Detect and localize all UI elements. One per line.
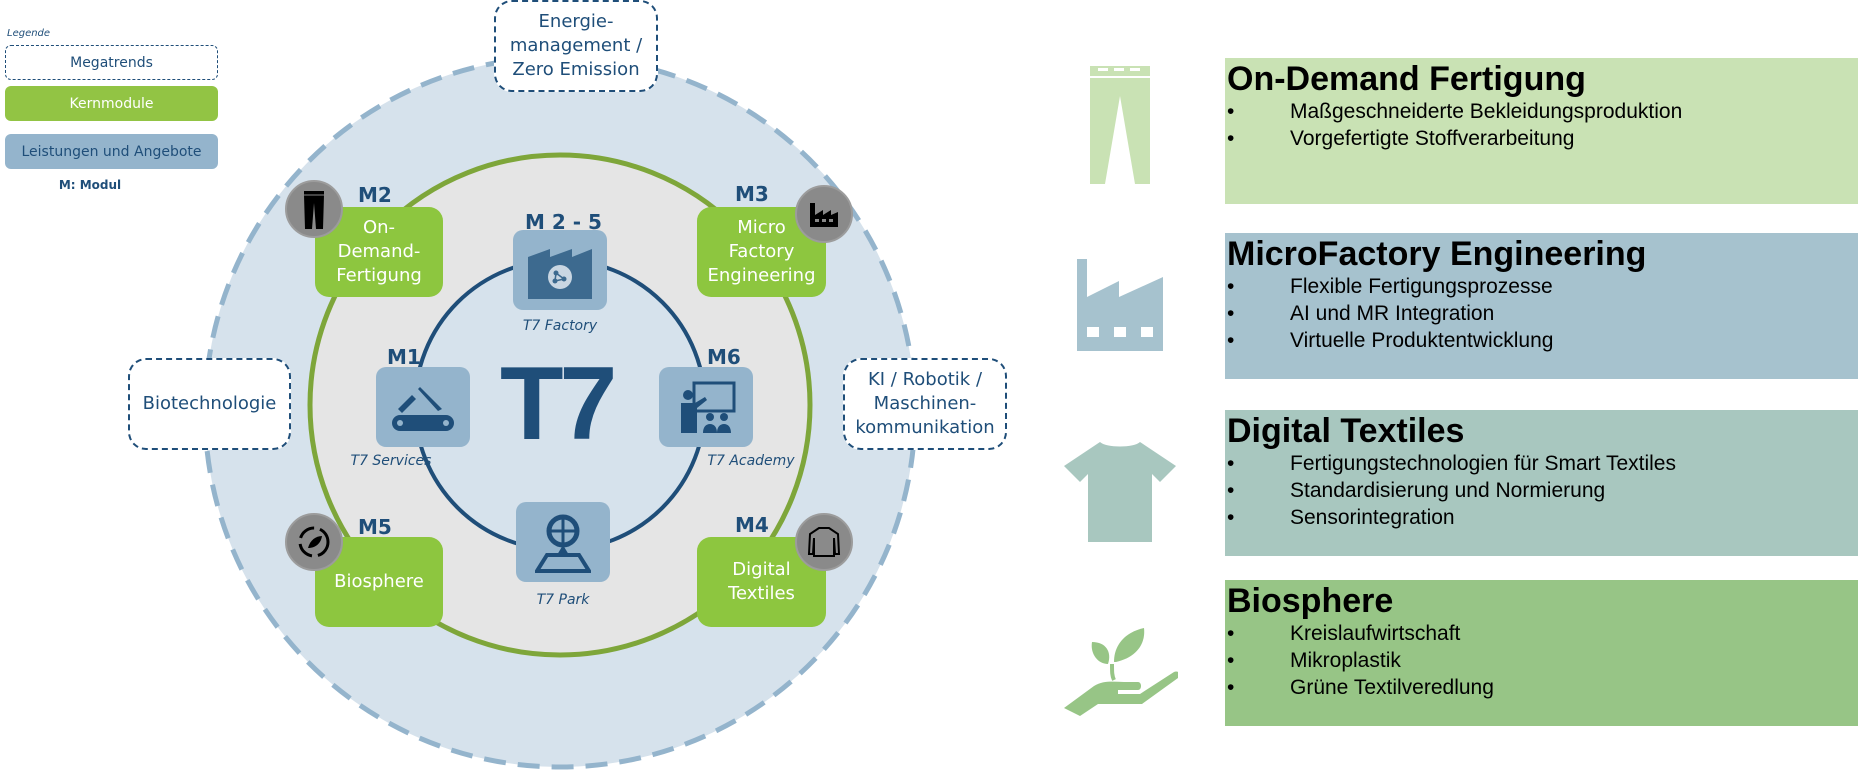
map-pin-icon xyxy=(535,514,591,573)
panel-digital-textiles: Digital Textiles •Fertigungstechnologien… xyxy=(1225,410,1858,556)
legend-note: M: Modul xyxy=(58,178,122,192)
bullet-item: •Kreislaufwirtschaft xyxy=(1227,622,1461,645)
megatrend-biotechnologie: Biotechnologie xyxy=(128,358,291,450)
hand-plant-icon xyxy=(1060,605,1180,735)
bullet-item: •Fertigungstechnologien für Smart Textil… xyxy=(1227,452,1676,475)
panel-on-demand: On-Demand Fertigung •Maßgeschneiderte Be… xyxy=(1225,58,1858,204)
factory-icon xyxy=(1060,240,1180,370)
sweater-icon xyxy=(795,513,853,571)
legend-kernmodule: Kernmodule xyxy=(5,86,218,121)
tshirt-icon xyxy=(1060,425,1180,555)
service-label-academy: T7 Academy xyxy=(707,453,795,469)
megatrend-ki-robotik: KI / Robotik / Maschinen- kommunikation xyxy=(843,358,1007,450)
service-label-factory: T7 Factory xyxy=(522,318,598,334)
panel-microfactory: MicroFactory Engineering •Flexible Ferti… xyxy=(1225,233,1858,379)
panel-bullets: •Kreislaufwirtschaft •Mikroplastik •Grün… xyxy=(1227,620,1858,701)
service-id-academy: M6 xyxy=(707,345,741,369)
module-id-m5: M5 xyxy=(358,515,392,539)
legend-title: Legende xyxy=(7,28,51,39)
legend-leistungen: Leistungen und Angebote xyxy=(5,134,218,169)
service-t7-academy[interactable] xyxy=(659,367,753,447)
megatrend-energie: Energie- management / Zero Emission xyxy=(494,0,658,92)
panel-title: Biosphere xyxy=(1227,582,1394,620)
module-id-m3: M3 xyxy=(735,182,769,206)
bullet-item: •Maßgeschneiderte Bekleidungsproduktion xyxy=(1227,100,1683,123)
service-t7-services[interactable] xyxy=(376,367,470,447)
panel-title: On-Demand Fertigung xyxy=(1227,60,1586,98)
trousers-icon xyxy=(1060,60,1180,190)
module-id-m2: M2 xyxy=(358,183,392,207)
service-id-services: M1 xyxy=(387,345,421,369)
recycle-leaf-icon xyxy=(285,513,343,571)
panel-title: Digital Textiles xyxy=(1227,412,1465,450)
bullet-item: •Grüne Textilveredlung xyxy=(1227,676,1494,699)
center-title: T7 xyxy=(500,346,617,462)
factory-brain-icon xyxy=(528,249,592,299)
bullet-item: •Flexible Fertigungsprozesse xyxy=(1227,275,1553,298)
trousers-icon xyxy=(285,180,343,238)
panel-bullets: •Maßgeschneiderte Bekleidungsproduktion … xyxy=(1227,98,1858,152)
bullet-item: •Mikroplastik xyxy=(1227,649,1401,672)
teacher-board-icon xyxy=(681,381,736,433)
panel-bullets: •Fertigungstechnologien für Smart Textil… xyxy=(1227,450,1858,531)
bullet-item: •Virtuelle Produktentwicklung xyxy=(1227,329,1554,352)
legend-megatrends: Megatrends xyxy=(5,45,218,80)
module-id-m4: M4 xyxy=(735,513,769,537)
panel-biosphere: Biosphere •Kreislaufwirtschaft •Mikropla… xyxy=(1225,580,1858,726)
bullet-item: •Sensorintegration xyxy=(1227,506,1455,529)
panel-title: MicroFactory Engineering xyxy=(1227,235,1647,273)
bullet-item: •AI und MR Integration xyxy=(1227,302,1495,325)
factory-icon xyxy=(795,185,853,243)
bullet-item: •Vorgefertigte Stoffverarbeitung xyxy=(1227,127,1575,150)
multitool-icon xyxy=(392,387,454,431)
service-t7-park[interactable] xyxy=(516,502,610,582)
service-label-services: T7 Services xyxy=(350,453,432,469)
service-t7-factory[interactable] xyxy=(513,230,607,310)
bullet-item: •Standardisierung und Normierung xyxy=(1227,479,1606,502)
panel-bullets: •Flexible Fertigungsprozesse •AI und MR … xyxy=(1227,273,1858,354)
service-label-park: T7 Park xyxy=(536,592,590,608)
